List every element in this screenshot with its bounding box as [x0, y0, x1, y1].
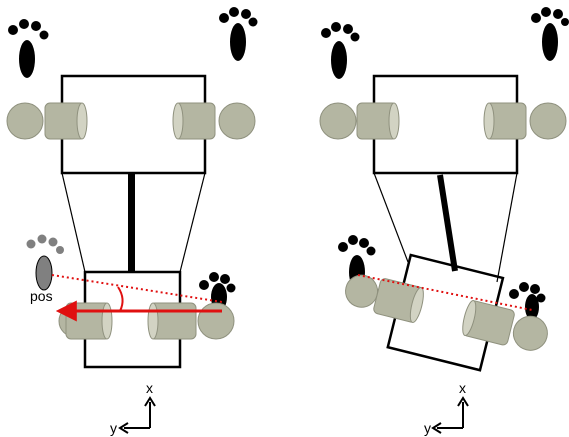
paw-print-icon — [509, 282, 546, 320]
axis-x-label: x — [146, 380, 153, 396]
paw-print-icon — [219, 7, 258, 61]
axis-indicator: x y — [424, 380, 469, 436]
wheel-icon — [512, 315, 548, 351]
left-panel: pos x y — [6, 7, 258, 436]
angle-arc — [117, 286, 124, 312]
paw-print-icon — [531, 7, 569, 61]
wheel-icon — [529, 102, 567, 140]
wheel-icon — [197, 302, 235, 340]
axis-y-label: y — [424, 420, 431, 436]
right-panel: x y — [319, 7, 569, 436]
paw-print-icon — [8, 19, 49, 78]
pos-label: pos — [30, 288, 53, 304]
spine-bar — [128, 172, 135, 272]
spine-bar — [437, 174, 458, 272]
axis-indicator: x y — [110, 380, 156, 436]
axis-x-label: x — [459, 380, 466, 396]
wheel-icon — [6, 102, 44, 140]
axis-y-label: y — [110, 420, 117, 436]
target-line — [51, 274, 223, 303]
wheel-icon — [218, 102, 256, 140]
paw-print-icon — [26, 234, 64, 291]
paw-print-icon — [321, 22, 360, 79]
wheel-icon — [319, 102, 357, 140]
